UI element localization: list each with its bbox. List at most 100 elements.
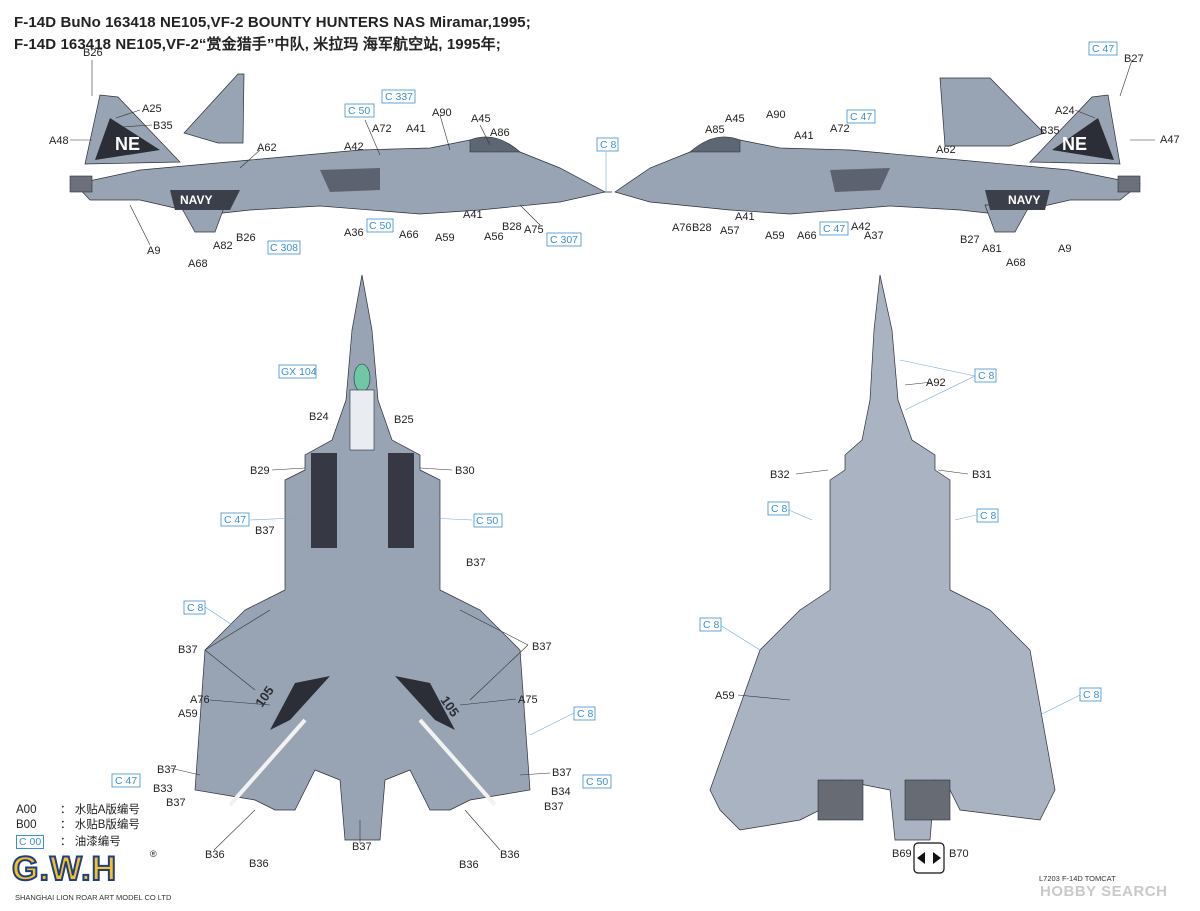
- label-b33: B33: [153, 783, 173, 795]
- label-b32: B32: [770, 469, 790, 481]
- top-view: 105 105: [194, 274, 531, 841]
- paint-gx104: GX 104: [281, 366, 317, 378]
- legend-text-a: ： 水贴A版编号: [60, 804, 140, 816]
- label-b37-c: B37: [178, 644, 198, 656]
- label-a76-r: A76: [672, 222, 692, 234]
- label-b37-b: B37: [466, 557, 486, 569]
- label-a59-r: A59: [765, 230, 785, 242]
- label-b37-i: B37: [352, 841, 372, 853]
- label-a47: A47: [1160, 134, 1180, 146]
- paint-c47-top-b: C 47: [115, 775, 137, 787]
- label-b36-a: B36: [205, 849, 225, 861]
- label-b26: B26: [83, 47, 103, 59]
- label-b37-e: B37: [157, 764, 177, 776]
- label-a24: A24: [1055, 105, 1075, 117]
- kit-code: L7203 F-14D TOMCAT: [1039, 874, 1116, 883]
- label-a82: A82: [213, 240, 233, 252]
- labels-bottom-view: C 8 A92 B32 B31 C 8 C 8 C 8 A59 C 8 B69 …: [699, 368, 1102, 860]
- label-a68: A68: [188, 258, 208, 270]
- paint-c47-tail: C 47: [1092, 43, 1114, 55]
- label-a25: A25: [142, 103, 162, 115]
- hobby-search-watermark: HOBBY SEARCH: [1040, 883, 1168, 900]
- label-a62: A62: [257, 142, 277, 154]
- label-b25: B25: [394, 414, 414, 426]
- paint-c307: C 307: [550, 234, 578, 246]
- label-a72: A72: [372, 123, 392, 135]
- label-b28-r: B28: [692, 222, 712, 234]
- label-b70: B70: [949, 848, 969, 860]
- paint-c50-b: C 50: [369, 220, 391, 232]
- label-a62-r: A62: [936, 144, 956, 156]
- label-a36: A36: [344, 227, 364, 239]
- label-a42-r: A42: [851, 221, 871, 233]
- leader-lines: [70, 59, 1155, 851]
- label-b26-b: B26: [236, 232, 256, 244]
- label-a37: A37: [864, 230, 884, 242]
- label-a66: A66: [399, 229, 419, 241]
- navy-text-right: NAVY: [1008, 193, 1040, 207]
- label-a41-r2: A41: [735, 211, 755, 223]
- label-b35-r: B35: [1040, 125, 1060, 137]
- paint-c337: C 337: [385, 91, 413, 103]
- legend-text-b: ： 水贴B版编号: [60, 819, 140, 831]
- label-b69: B69: [892, 848, 912, 860]
- paint-c8-top-l: C 8: [187, 602, 204, 614]
- labels-top-view: GX 104 B24 B25 B29 B30 C 47 C 50 B37 B37…: [111, 364, 612, 871]
- label-a75-top: A75: [518, 694, 538, 706]
- legend-text-paint: ： 油漆编号: [60, 836, 121, 848]
- paint-c8-top-r: C 8: [577, 708, 594, 720]
- label-a68-r: A68: [1006, 257, 1026, 269]
- label-a59: A59: [435, 232, 455, 244]
- paint-c47-r2: C 47: [823, 223, 845, 235]
- paint-c50-top: C 50: [476, 515, 498, 527]
- label-a9: A9: [147, 245, 160, 257]
- paint-c50-a: C 50: [348, 105, 370, 117]
- label-b35: B35: [153, 120, 173, 132]
- label-a48: A48: [49, 135, 69, 147]
- tail-code-left: NE: [115, 134, 140, 154]
- label-a92: A92: [926, 377, 946, 389]
- label-a9-r: A9: [1058, 243, 1071, 255]
- paint-c47-r1: C 47: [850, 111, 872, 123]
- label-b37-h: B37: [544, 801, 564, 813]
- labels-right-profile: C 47 B27 A24 B35 A47 A45 A90 A85 A41 C 4…: [672, 41, 1180, 269]
- label-b31: B31: [972, 469, 992, 481]
- tail-code-right: NE: [1062, 134, 1087, 154]
- label-b27-r: B27: [960, 234, 980, 246]
- label-b27: B27: [1124, 53, 1144, 65]
- label-a75: A75: [524, 224, 544, 236]
- paint-c50-top-b: C 50: [586, 776, 608, 788]
- legend-row-decal-b: B00 ： 水贴B版编号: [16, 816, 140, 832]
- paint-c47-top: C 47: [224, 514, 246, 526]
- label-a59-top: A59: [178, 708, 198, 720]
- label-a45: A45: [471, 113, 491, 125]
- label-a42: A42: [344, 141, 364, 153]
- label-b34: B34: [551, 786, 571, 798]
- label-b30: B30: [455, 465, 475, 477]
- label-b29: B29: [250, 465, 270, 477]
- paint-c8-bot-nose: C 8: [978, 370, 995, 382]
- label-b24: B24: [309, 411, 329, 423]
- label-a41-b: A41: [463, 209, 483, 221]
- label-b37-a: B37: [255, 525, 275, 537]
- label-a66-r: A66: [797, 230, 817, 242]
- title-english: F-14D BuNo 163418 NE105,VF-2 BOUNTY HUNT…: [14, 14, 531, 31]
- company-name: SHANGHAI LION ROAR ART MODEL CO LTD: [15, 893, 172, 902]
- label-b28: B28: [502, 221, 522, 233]
- registered-mark: ®: [150, 849, 157, 859]
- legend-code-b: B00: [16, 819, 37, 831]
- title-chinese: F-14D 163418 NE105,VF-2“赏金猎手”中队, 米拉玛 海军航…: [14, 36, 501, 53]
- label-b36-b: B36: [249, 858, 269, 870]
- labels-left-profile: B26 A25 B35 A48 A62 C 50 C 337 A72 A42 A…: [49, 47, 619, 270]
- label-a72-r: A72: [830, 123, 850, 135]
- label-a41-r: A41: [794, 130, 814, 142]
- label-b37-g: B37: [166, 797, 186, 809]
- right-side-profile: NE NAVY: [614, 77, 1141, 233]
- label-a57: A57: [720, 225, 740, 237]
- legend-row-decal-a: A00： 水贴A版编号: [16, 801, 140, 817]
- paint-c308: C 308: [270, 242, 298, 254]
- paint-c8-bot-l: C 8: [771, 503, 788, 515]
- bottom-view: [709, 274, 1056, 874]
- paint-c8-bot-wr: C 8: [1083, 689, 1100, 701]
